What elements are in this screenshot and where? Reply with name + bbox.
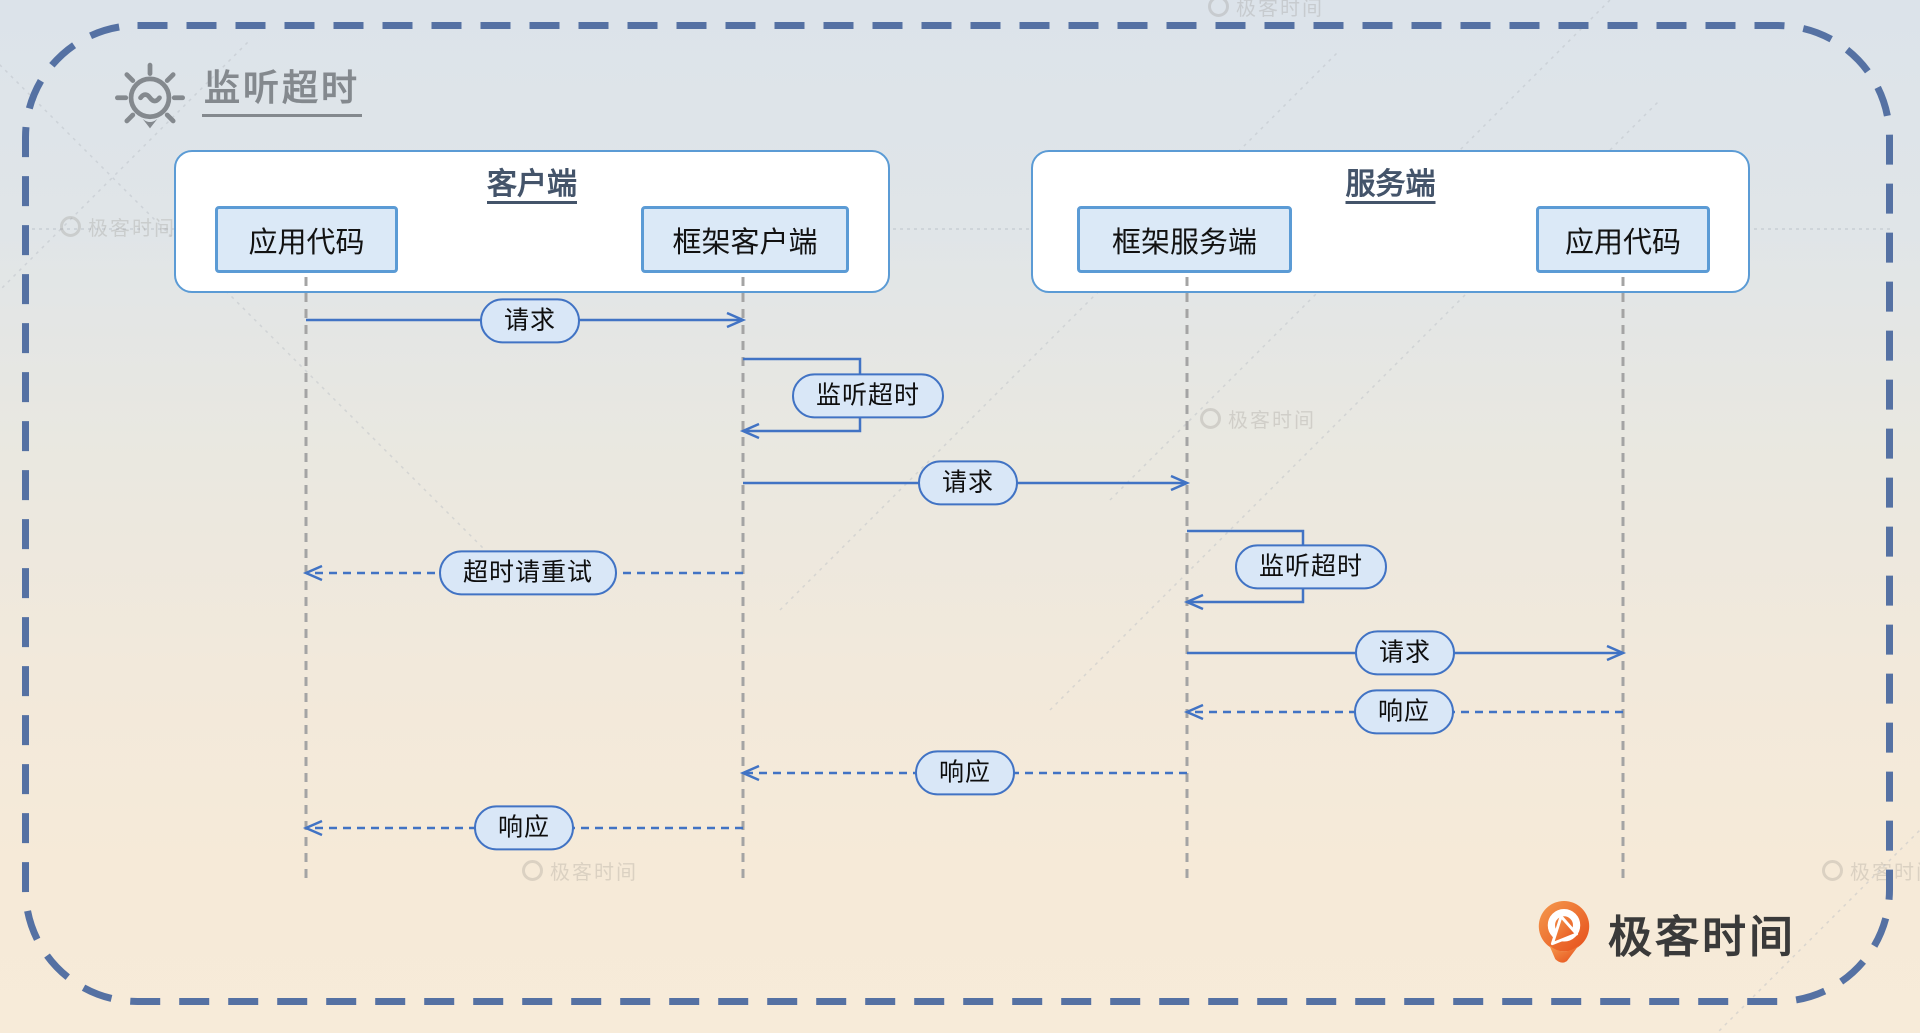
arrowhead-right — [1170, 474, 1191, 492]
watermark-logo-icon — [60, 216, 81, 237]
lightbulb-icon — [110, 62, 190, 142]
arrowhead-left — [302, 819, 323, 837]
watermark-logo-icon — [522, 860, 543, 881]
watermark-text: 极客时间 — [1228, 410, 1316, 432]
arrowhead-left — [1183, 593, 1204, 611]
arrowhead-left — [739, 764, 760, 782]
message-label-listen-timeout: 监听超时 — [1234, 544, 1388, 590]
actor-client-app-code: 应用代码 — [215, 206, 398, 273]
message-label-timeout-retry: 超时请重试 — [438, 550, 618, 596]
watermark-text: 极客时间 — [1850, 862, 1920, 884]
message-label-response: 响应 — [914, 750, 1016, 796]
watermark-text: 极客时间 — [88, 218, 176, 240]
actor-server-app-code: 应用代码 — [1536, 206, 1710, 273]
watermark: 极客时间 — [1822, 856, 1920, 885]
arrowhead-right — [726, 311, 747, 329]
message-label-request: 请求 — [917, 460, 1019, 506]
watermark-logo-icon — [1200, 408, 1221, 429]
geektime-logo-icon — [1532, 898, 1596, 968]
watermark-logo-icon — [1822, 860, 1843, 881]
actor-client-framework: 框架客户端 — [641, 206, 849, 273]
watermark: 极客时间 — [522, 856, 638, 885]
client-panel-title: 客户端 — [487, 168, 577, 201]
geektime-branding: 极客时间 — [1532, 898, 1796, 968]
server-panel-title: 服务端 — [1345, 168, 1436, 201]
arrowhead-right — [1606, 644, 1627, 662]
watermark: 极客时间 — [1208, 0, 1324, 21]
watermark-text: 极客时间 — [1236, 0, 1324, 20]
header: 监听超时 — [110, 62, 363, 142]
message-label-request: 请求 — [1354, 630, 1456, 676]
arrowhead-left — [1183, 703, 1204, 721]
page-title: 监听超时 — [202, 62, 363, 117]
watermark: 极客时间 — [60, 212, 176, 241]
message-label-listen-timeout: 监听超时 — [791, 373, 945, 419]
message-label-response: 响应 — [1353, 689, 1455, 735]
arrowhead-left — [739, 422, 760, 440]
watermark: 极客时间 — [1200, 404, 1316, 433]
watermark-logo-icon — [1208, 0, 1229, 17]
message-label-request: 请求 — [479, 298, 581, 344]
arrowhead-left — [302, 564, 323, 582]
watermark-text: 极客时间 — [550, 862, 638, 884]
message-label-response: 响应 — [473, 805, 575, 851]
actor-server-framework: 框架服务端 — [1077, 206, 1292, 273]
geektime-logo-text: 极客时间 — [1608, 913, 1796, 962]
